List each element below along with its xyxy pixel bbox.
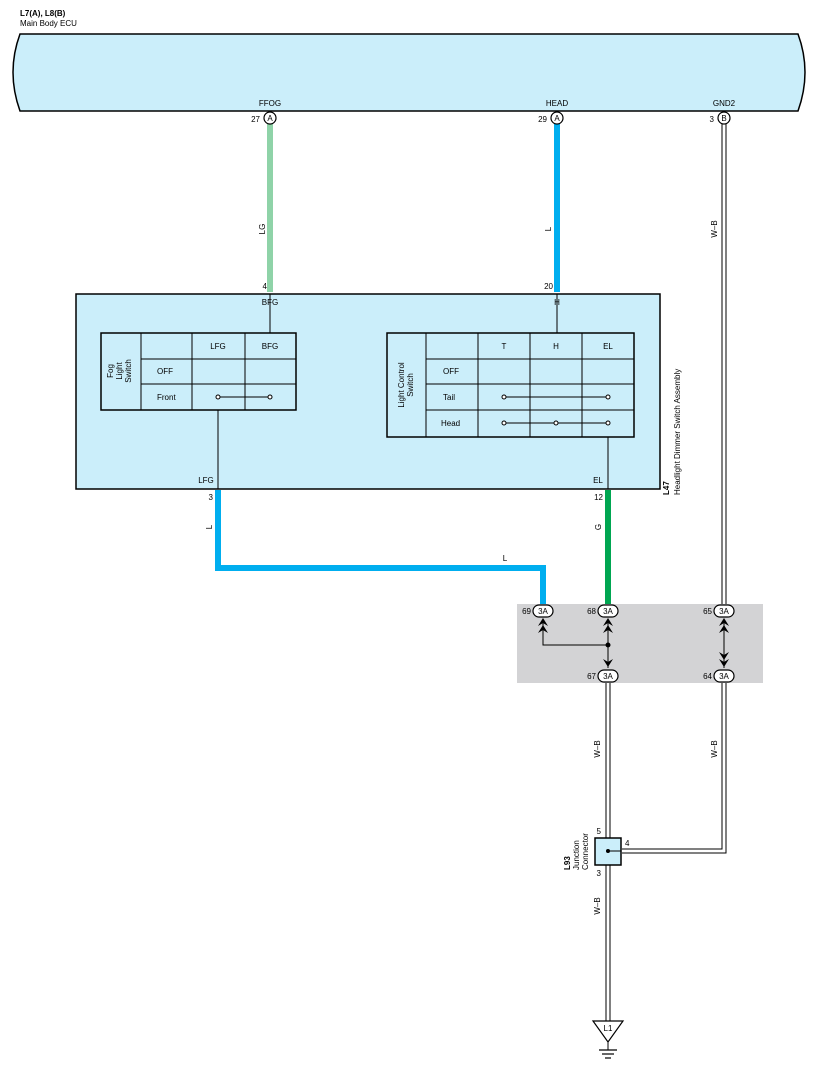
fog-row-front: Front	[157, 393, 176, 402]
svg-text:3A: 3A	[603, 607, 613, 616]
wire-j64-down	[622, 683, 727, 854]
l93-pin-right: 4	[625, 839, 630, 848]
svg-text:3A: 3A	[538, 607, 548, 616]
svg-text:3A: 3A	[603, 672, 613, 681]
fog-title-line-3: Switch	[124, 359, 133, 383]
jb-terminal-69: 69 3A	[522, 604, 554, 618]
ground-label: L1	[604, 1024, 613, 1033]
wire-label-lfg-horizontal: L	[503, 554, 508, 563]
svg-text:69: 69	[522, 607, 531, 616]
fog-header-lfg: LFG	[210, 342, 226, 351]
pin-num-el: 12	[594, 493, 603, 502]
svg-text:29: 29	[538, 115, 547, 124]
wire-gnd-ecu	[721, 124, 727, 604]
wire-label-l93: W–B	[593, 897, 602, 914]
light-header-h: H	[553, 342, 559, 351]
svg-text:3A: 3A	[719, 607, 729, 616]
wire-label-ffog: LG	[258, 224, 267, 235]
wire-label-gnd-ecu: W–B	[710, 220, 719, 237]
pin-name-lfg: LFG	[198, 476, 214, 485]
svg-text:68: 68	[587, 607, 596, 616]
switch-assembly-code: L47	[662, 481, 671, 495]
ecu-terminal-3: 3 B	[710, 111, 731, 125]
fog-light-switch-table: Fog Light Switch LFG BFG OFF Front	[100, 332, 297, 411]
wire-j67-down	[605, 683, 611, 838]
light-title-line-1: Light Control	[397, 362, 406, 408]
jb-terminal-64: 64 3A	[703, 669, 735, 683]
l93-code: L93	[563, 856, 572, 870]
pin-name-el: EL	[593, 476, 603, 485]
ecu-body	[12, 33, 806, 112]
fog-row-off: OFF	[157, 367, 173, 376]
svg-text:27: 27	[251, 115, 260, 124]
light-header-t: T	[502, 342, 507, 351]
fog-title-line-1: Fog	[106, 364, 115, 378]
pin-num-bfg: 4	[263, 282, 268, 291]
ecu-signal-gnd2: GND2	[713, 99, 736, 108]
ecu-signal-ffog: FFOG	[259, 99, 281, 108]
wire-label-lfg-down: L	[205, 524, 214, 529]
svg-text:65: 65	[703, 607, 712, 616]
ecu-terminal-29: 29 A	[538, 111, 564, 125]
wire-label-j64: W–B	[710, 740, 719, 757]
light-tail-continuity	[501, 394, 611, 400]
ecu-code: L7(A), L8(B)	[20, 9, 66, 18]
ground-l1: L1	[591, 1020, 625, 1059]
l93-pin-bottom: 3	[597, 869, 602, 878]
wire-label-j67: W–B	[593, 740, 602, 757]
pin-num-h: 20	[544, 282, 553, 291]
l93-pin-top: 5	[597, 827, 602, 836]
light-head-continuity	[501, 420, 611, 426]
fog-header-bfg: BFG	[262, 342, 278, 351]
svg-text:64: 64	[703, 672, 712, 681]
jb-terminal-67: 67 3A	[587, 669, 619, 683]
wire-l93-down	[605, 865, 611, 1021]
jb-terminal-65: 65 3A	[703, 604, 735, 618]
svg-text:A: A	[267, 114, 273, 123]
fog-title-line-2: Light	[115, 362, 124, 380]
wire-label-head: L	[544, 226, 553, 231]
junction-chevrons	[538, 618, 729, 667]
ecu-signal-head: HEAD	[546, 99, 568, 108]
wire-label-el: G	[594, 524, 603, 530]
wire-lfg	[215, 490, 546, 604]
internal-wiring	[217, 294, 609, 489]
svg-text:3: 3	[710, 115, 715, 124]
l93-name-line-1: Junction	[572, 840, 581, 870]
fog-front-continuity	[215, 394, 273, 400]
light-row-tail: Tail	[443, 393, 455, 402]
l93-name-line-2: Connector	[581, 833, 590, 870]
light-title-line-2: Switch	[406, 373, 415, 397]
svg-text:67: 67	[587, 672, 596, 681]
switch-assembly-name: Headlight Dimmer Switch Assembly	[673, 369, 682, 495]
svg-text:A: A	[554, 114, 560, 123]
light-row-head: Head	[441, 419, 460, 428]
svg-text:3A: 3A	[719, 672, 729, 681]
light-control-switch-table: Light Control Switch T H EL OFF Tail Hea…	[386, 332, 635, 438]
jb-terminal-68: 68 3A	[587, 604, 619, 618]
ecu-name: Main Body ECU	[20, 19, 77, 28]
ecu-terminal-27: 27 A	[251, 111, 277, 125]
light-header-el: EL	[603, 342, 613, 351]
pin-num-lfg: 3	[209, 493, 214, 502]
light-row-off: OFF	[443, 367, 459, 376]
svg-text:B: B	[721, 114, 726, 123]
